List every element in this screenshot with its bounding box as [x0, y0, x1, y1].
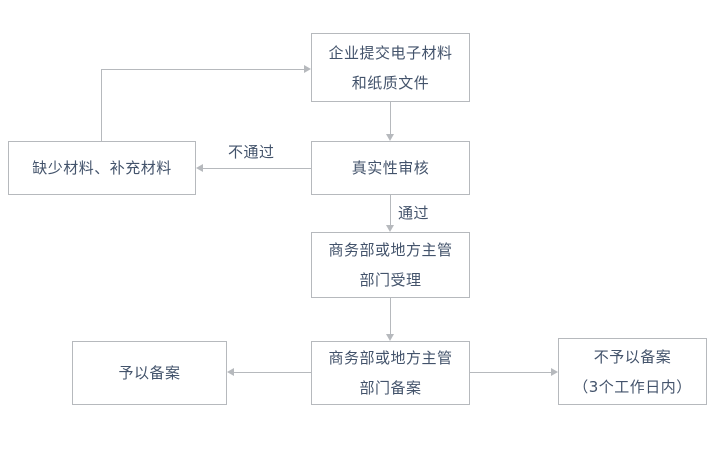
edge-authenticity-to-lacking-line — [203, 168, 311, 169]
node-submit-materials-line2: 和纸质文件 — [351, 73, 430, 92]
node-filing-rejected-line1: 不予以备案 — [593, 347, 672, 366]
node-filing-approved-line1: 予以备案 — [118, 364, 181, 382]
node-authenticity-review[interactable]: 真实性审核 — [311, 141, 470, 195]
edge-label-fail: 不通过 — [225, 143, 278, 161]
node-lacking-materials[interactable]: 缺少材料、补充材料 — [8, 141, 196, 195]
node-authority-filing-line2: 部门备案 — [359, 379, 422, 397]
edge-record-to-approved-line — [234, 372, 311, 373]
edge-lacking-to-submit-riser — [101, 69, 102, 141]
edge-submit-to-authenticity-arrowhead — [386, 134, 394, 141]
node-lacking-materials-line1: 缺少材料、补充材料 — [32, 159, 172, 177]
node-filing-approved[interactable]: 予以备案 — [72, 341, 227, 405]
node-filing-rejected[interactable]: 不予以备案 （3个工作日内） — [558, 338, 707, 405]
edge-record-to-rejected-arrowhead — [551, 368, 558, 376]
node-authority-filing[interactable]: 商务部或地方主管 部门备案 — [311, 341, 470, 405]
node-authority-acceptance-line1: 商务部或地方主管 — [328, 241, 453, 259]
edge-lacking-to-submit-run — [101, 69, 304, 70]
node-authenticity-review-line1: 真实性审核 — [351, 159, 430, 177]
edge-submit-to-authenticity-line — [390, 102, 391, 134]
node-authority-filing-line1: 商务部或地方主管 — [328, 349, 453, 367]
node-authority-acceptance-line2: 部门受理 — [359, 271, 422, 289]
edge-record-to-approved-arrowhead — [227, 368, 234, 376]
edge-authenticity-to-lacking-arrowhead — [196, 164, 203, 172]
edge-label-pass: 通过 — [395, 204, 433, 222]
edge-accept-to-record-line — [390, 298, 391, 334]
edge-authenticity-to-accept-arrowhead — [386, 225, 394, 232]
edge-accept-to-record-arrowhead — [386, 334, 394, 341]
node-filing-rejected-line2: （3个工作日内） — [573, 377, 692, 396]
edge-authenticity-to-accept-line — [390, 195, 391, 225]
edge-lacking-to-submit-arrowhead — [304, 65, 311, 73]
node-authority-acceptance[interactable]: 商务部或地方主管 部门受理 — [311, 232, 470, 298]
node-submit-materials-line1: 企业提交电子材料 — [328, 43, 453, 62]
edge-record-to-rejected-line — [470, 372, 551, 373]
node-submit-materials[interactable]: 企业提交电子材料 和纸质文件 — [311, 33, 470, 102]
